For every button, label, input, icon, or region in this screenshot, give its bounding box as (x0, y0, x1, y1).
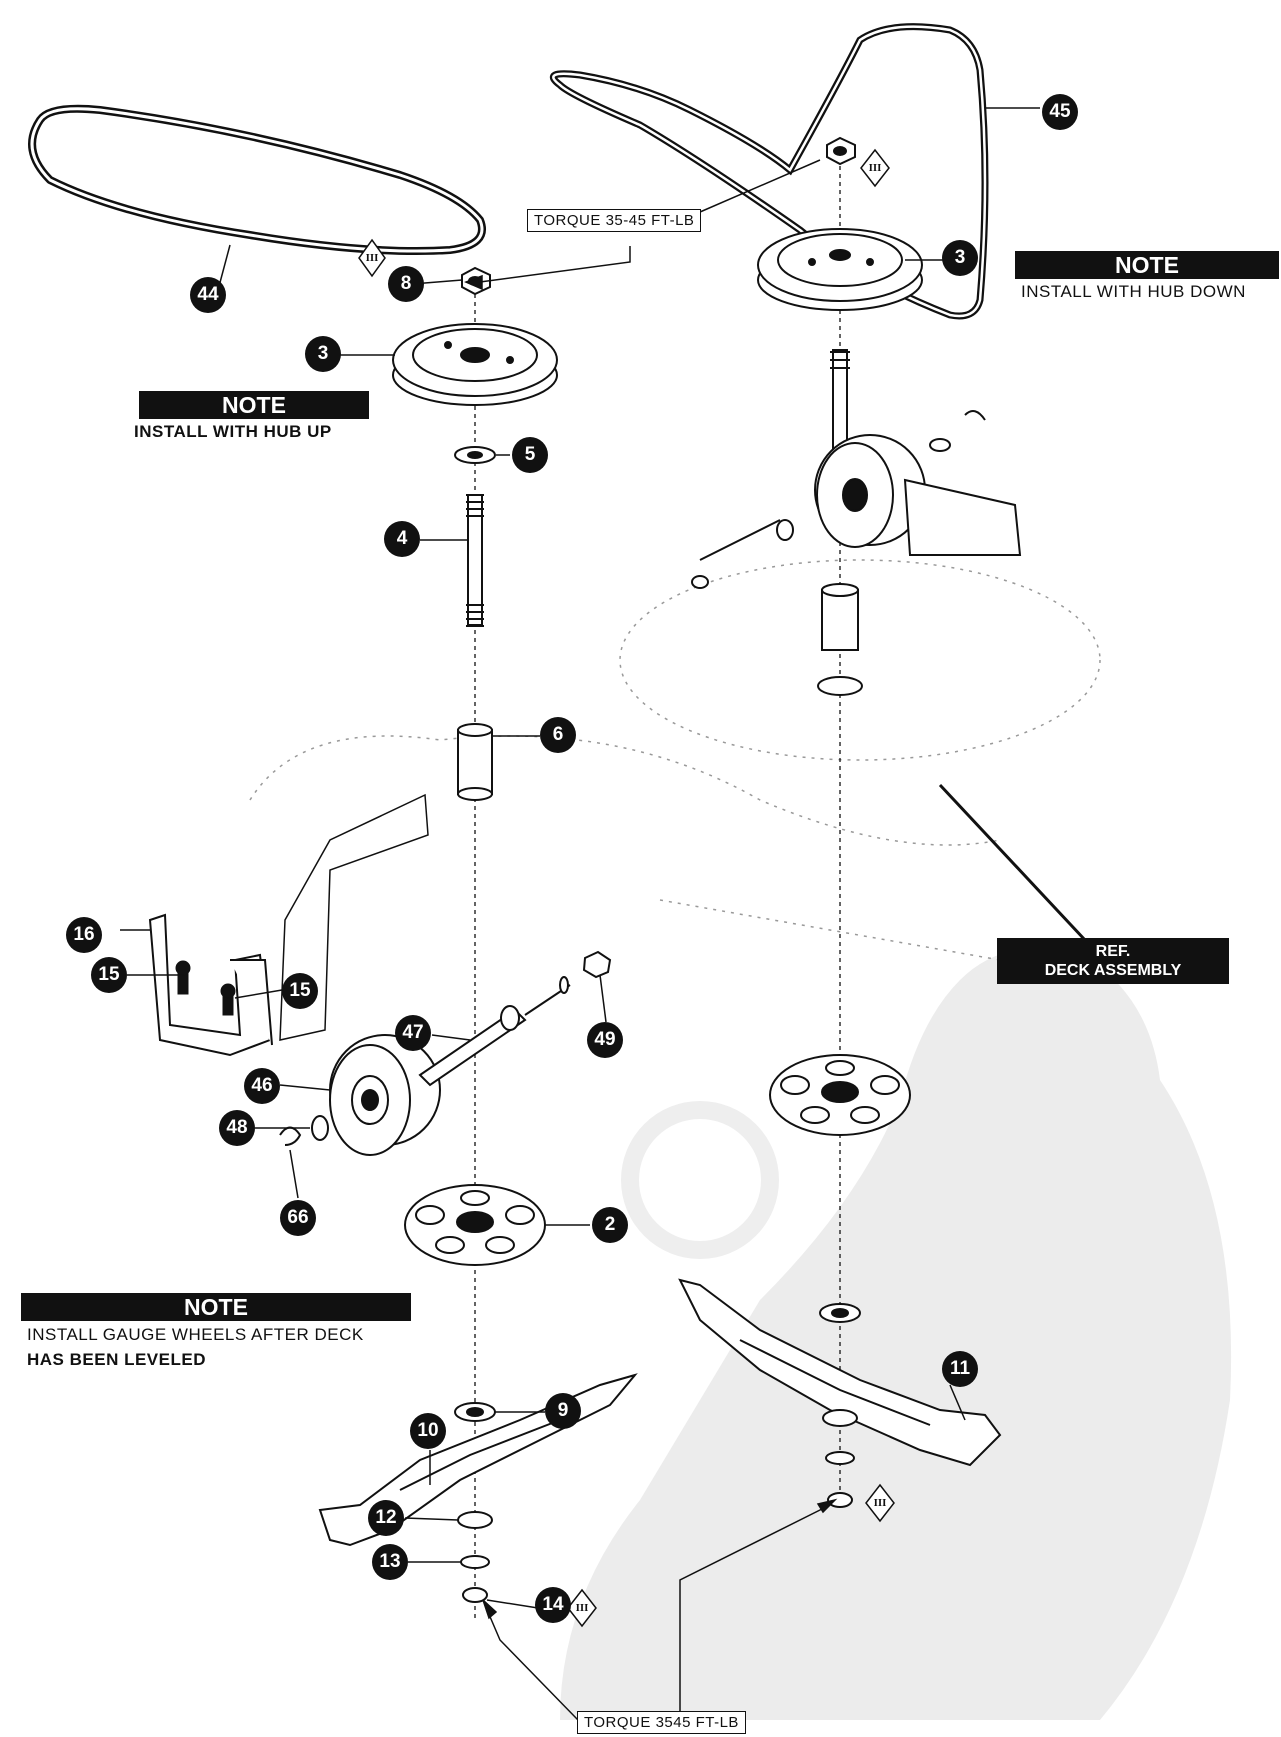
deck-outline (249, 559, 1101, 961)
callout-6: 6 (540, 717, 576, 753)
callout-46: 46 (244, 1068, 280, 1104)
torque-spec-top: TORQUE 35-45 FT-LB (527, 209, 702, 232)
callout-2: 2 (592, 1207, 628, 1243)
callout-66: 66 (280, 1200, 316, 1236)
gauge-wheel-bracket (148, 793, 429, 1057)
leader-lines (120, 107, 1087, 1734)
torque-symbol: III (868, 162, 882, 174)
torque-symbol: III (365, 252, 379, 264)
blade-adapter-right (769, 1054, 911, 1136)
ref-deck-assembly: REF. DECK ASSEMBLY (997, 938, 1229, 984)
blade-hardware-right (819, 1303, 861, 1508)
right-spindle-assembly (691, 349, 1022, 696)
callout-16: 16 (66, 917, 102, 953)
callout-4: 4 (384, 521, 420, 557)
nut-49 (559, 950, 612, 994)
note-gauge-wheels-line1: INSTALL GAUGE WHEELS AFTER DECK (27, 1325, 364, 1344)
washer-48-pin-66 (279, 1115, 329, 1146)
callout-8: 8 (388, 266, 424, 302)
belt-45 (549, 23, 989, 320)
axle-bolt-47 (418, 984, 571, 1087)
torque-symbol: III (575, 1602, 589, 1614)
blade-11 (678, 1278, 1002, 1467)
callout-47: 47 (395, 1015, 431, 1051)
callout-3: 3 (305, 336, 341, 372)
nut-right-top (826, 136, 856, 166)
callout-14: 14 (535, 1587, 571, 1623)
note-heading: NOTE (139, 391, 369, 419)
callout-49: 49 (587, 1022, 623, 1058)
pulley-right (757, 228, 923, 311)
note-heading: NOTE (21, 1293, 411, 1321)
callout-44: 44 (190, 277, 226, 313)
callout-9: 9 (545, 1393, 581, 1429)
callout-10: 10 (410, 1413, 446, 1449)
callout-3: 3 (942, 240, 978, 276)
note-gauge-wheels-line2: HAS BEEN LEVELED (27, 1350, 206, 1369)
note-install-hub-down: INSTALL WITH HUB DOWN (1021, 282, 1246, 301)
callout-13: 13 (372, 1544, 408, 1580)
spacer-6 (457, 723, 493, 801)
ref-label: REF. (1095, 943, 1131, 960)
callout-45: 45 (1042, 94, 1078, 130)
pulley-left (392, 323, 558, 406)
callout-48: 48 (219, 1110, 255, 1146)
note-heading: NOTE (1015, 251, 1279, 279)
callout-11: 11 (942, 1351, 978, 1387)
bolts-15 (175, 960, 236, 1016)
callout-15: 15 (282, 973, 318, 1009)
washer-5 (454, 446, 496, 464)
watermark (560, 948, 1232, 1720)
callout-15: 15 (91, 957, 127, 993)
blade-adapter-left (404, 1184, 546, 1266)
torque-symbols (358, 148, 895, 1628)
belt-44 (28, 104, 486, 255)
callout-12: 12 (368, 1500, 404, 1536)
gauge-wheel (329, 1034, 441, 1156)
note-install-hub-up: INSTALL WITH HUB UP (134, 422, 332, 441)
ref-deck-label: DECK ASSEMBLY (1044, 962, 1182, 979)
torque-symbol: III (873, 1497, 887, 1509)
spindle-shaft-4 (466, 494, 484, 627)
callout-5: 5 (512, 437, 548, 473)
torque-spec-bottom: TORQUE 3545 FT-LB (577, 1711, 746, 1734)
